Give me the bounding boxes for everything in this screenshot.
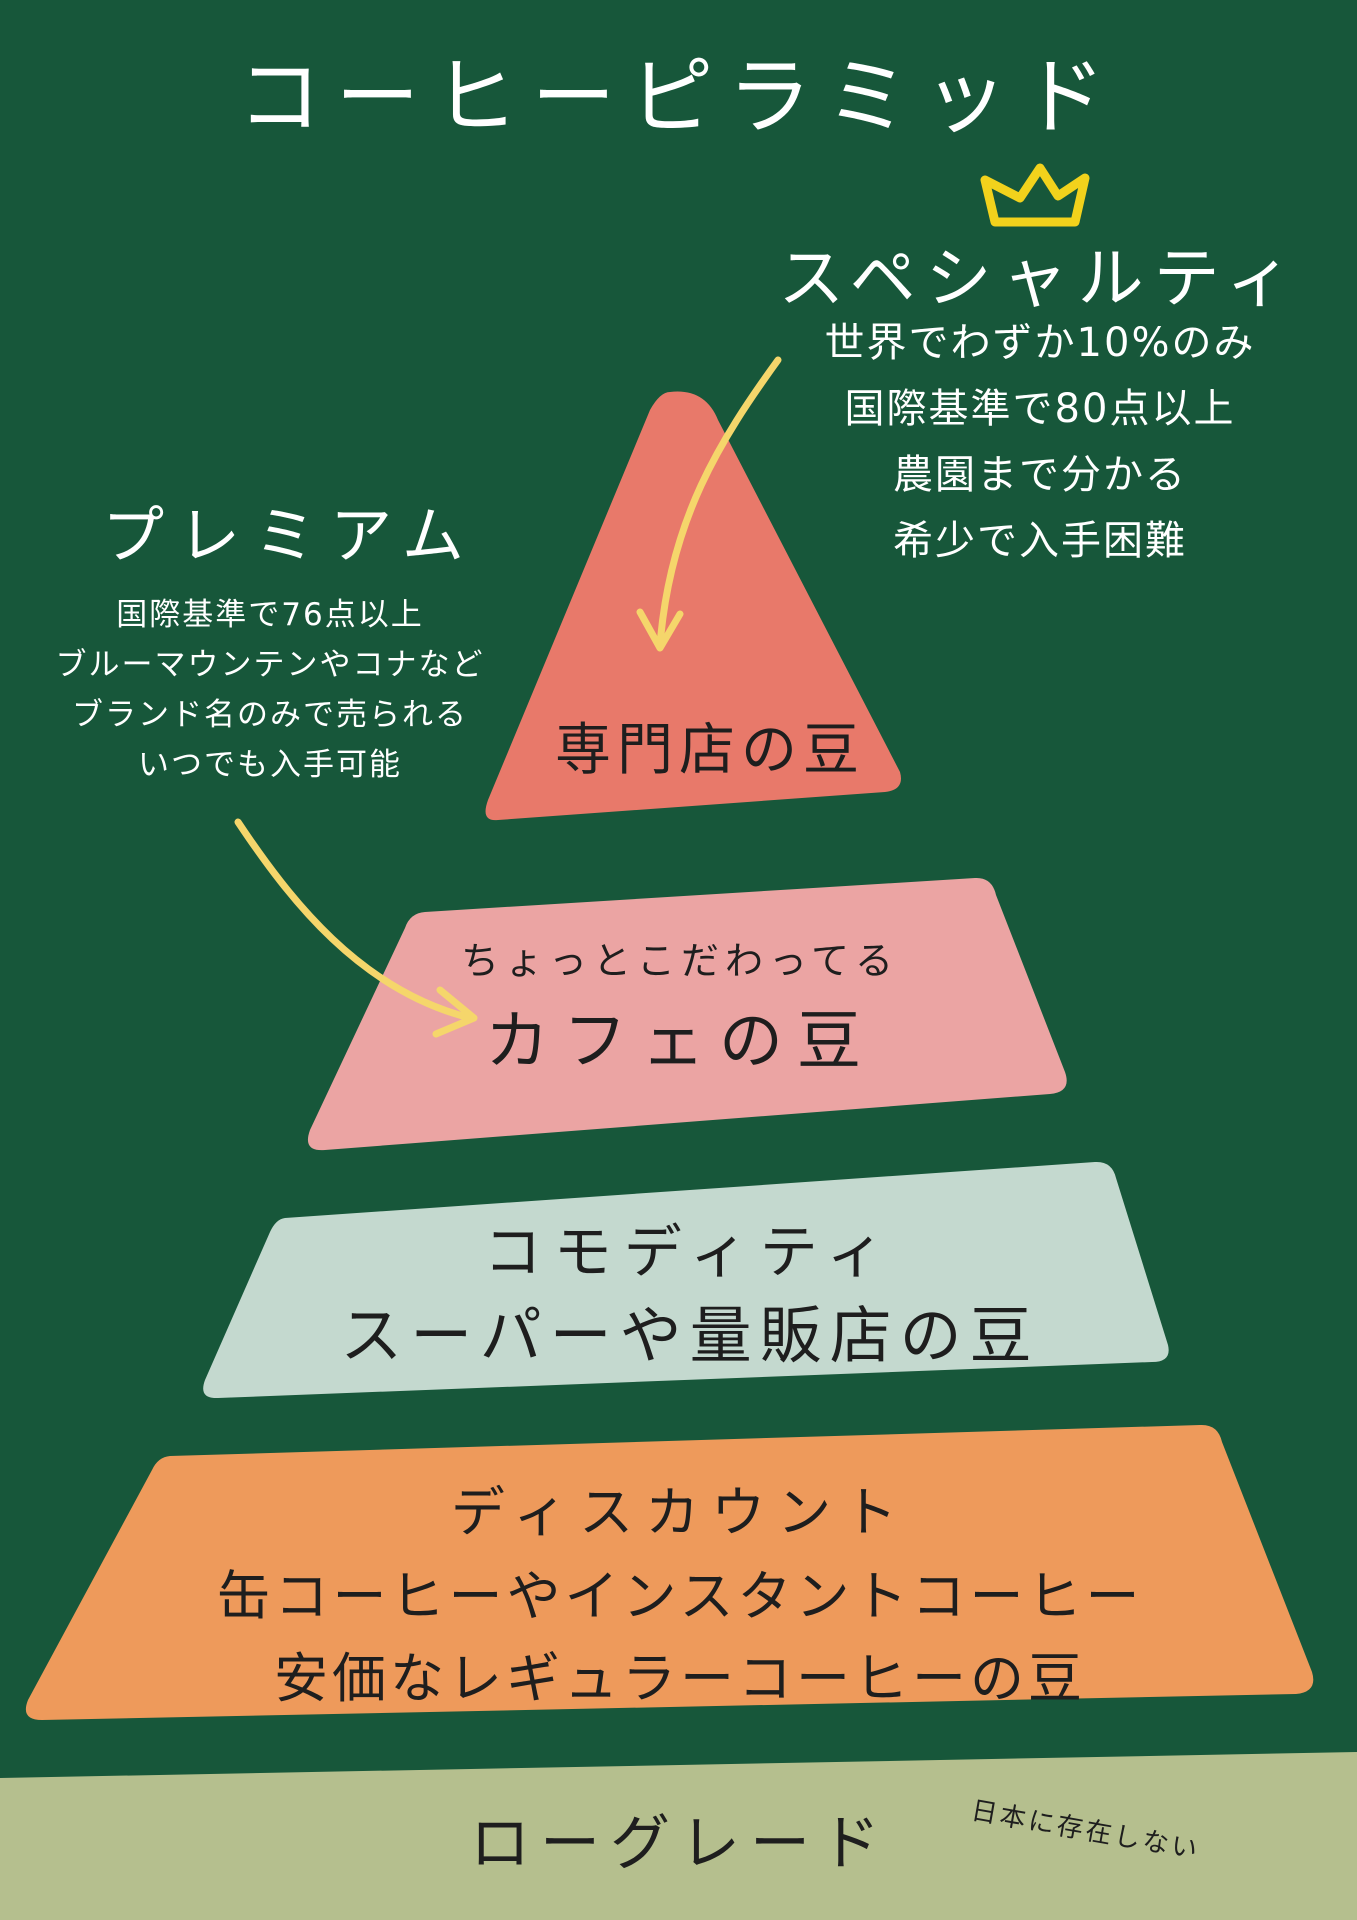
premium-line: ブルーマウンテンやコナなど [55,647,485,683]
tier-premium-shape [307,877,1067,1151]
tier-discount-line: 缶コーヒーやインスタントコーヒー [216,1565,1144,1628]
tier-specialty-label: 専門店の豆 [555,718,865,783]
tier-discount-title: ディスカウント [450,1481,910,1544]
specialty-title: スペシャルティ [778,240,1302,317]
premium-line: ブランド名のみで売られる [72,697,468,733]
page-title: コーヒーピラミッド [237,48,1120,146]
premium-title: プレミアム [102,499,478,572]
tier-commodity-shape [203,1161,1169,1399]
premium-line: いつでも入手可能 [138,747,402,783]
tier-lowgrade-shape [0,1752,1357,1920]
premium-description: 国際基準で76点以上 ブルーマウンテンやコナなど ブランド名のみで売られる いつ… [0,590,540,790]
tier-commodity-title: コモディティ [483,1218,897,1286]
specialty-description: 世界でわずか10%のみ 国際基準で80点以上 農園まで分かる 希少で入手困難 [740,310,1340,574]
curved-arrow-icon [234,818,478,1038]
curved-arrow-icon [636,356,782,652]
crown-icon [980,163,1090,227]
specialty-line: 農園まで分かる [893,452,1187,498]
tier-commodity-label: スーパーや量販店の豆 [340,1299,1040,1372]
tier-discount-shape [25,1424,1314,1720]
tier-specialty-shape [485,391,901,821]
specialty-line: 希少で入手困難 [893,518,1187,564]
specialty-line: 国際基準で80点以上 [844,386,1236,432]
tier-discount-line: 安価なレギュラーコーヒーの豆 [274,1647,1086,1710]
specialty-line: 世界でわずか10%のみ [824,320,1256,366]
premium-line: 国際基準で76点以上 [116,597,424,633]
tier-lowgrade-title: ローグレード [470,1809,890,1879]
tier-premium-subtitle: ちょっとこだわってる [460,939,900,983]
tier-premium-label: カフェの豆 [485,1005,875,1079]
